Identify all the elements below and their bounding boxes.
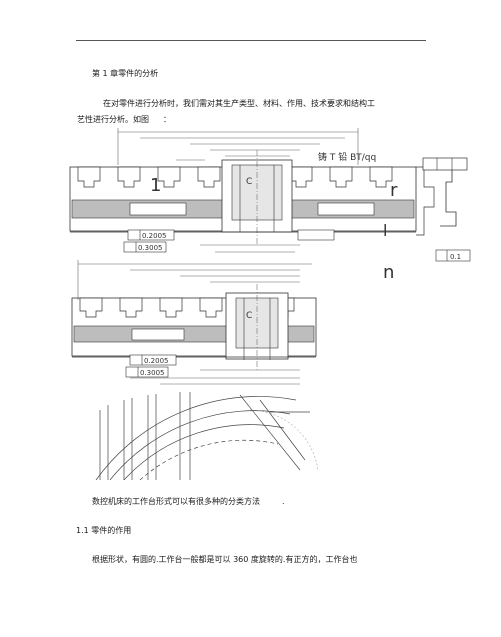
overlay-r: r [390,180,398,201]
para-1: 数控机床的工作台形式可以有很多种的分类方法. [92,496,285,507]
tol-right: 0.1 [450,253,461,261]
tolerance-frames-top: 0.2005 0.3005 0.1 [123,229,471,262]
section-view [71,284,317,372]
header-rule [76,40,426,41]
plan-view [95,392,310,481]
top-view [69,150,468,245]
intro-line-1: 在对零件进行分析时，我们需对其生产类型、材料、作用、技术要求和结构工 [103,99,375,108]
tolerance-frames-bottom: 0.2005 0.3005 [125,354,177,378]
mark-c-section: C [246,311,252,321]
overlay-one: 1 [150,175,161,196]
para-1-text: 数控机床的工作台形式可以有很多种的分类方法 [92,497,260,506]
para-1-dot: . [282,497,285,506]
tol-bottom-a: 0.2005 [144,357,169,365]
lower-dimension-lines [130,369,300,385]
top-dimension-lines [117,128,359,165]
overlay-code: 铸 T 铅 BT/qq [318,151,376,163]
overlay-bar: l [383,221,387,240]
intro-line-2: 艺性进行分析。如图 ： [77,114,171,125]
para-2: 根据形状，有圆的.工作台一般都是可以 360 度旋转的.有正方的，工作台也 [92,555,358,564]
middle-dimension-lines [77,244,312,300]
tol-bottom-b: 0.3005 [140,369,165,377]
tol-top-a: 0.2005 [142,232,167,240]
intro-line-2-text: 艺性进行分析。如图 [77,115,149,124]
section-heading: 1.1 零件的作用 [76,526,132,535]
plan-dotted-arc [249,409,319,471]
tol-top-b: 0.3005 [138,244,163,252]
chapter-title: 第 1 章零件的分析 [92,69,159,78]
intro-colon: ： [163,115,171,124]
overlay-n: n [383,262,394,283]
mark-c-top: C [246,177,252,187]
